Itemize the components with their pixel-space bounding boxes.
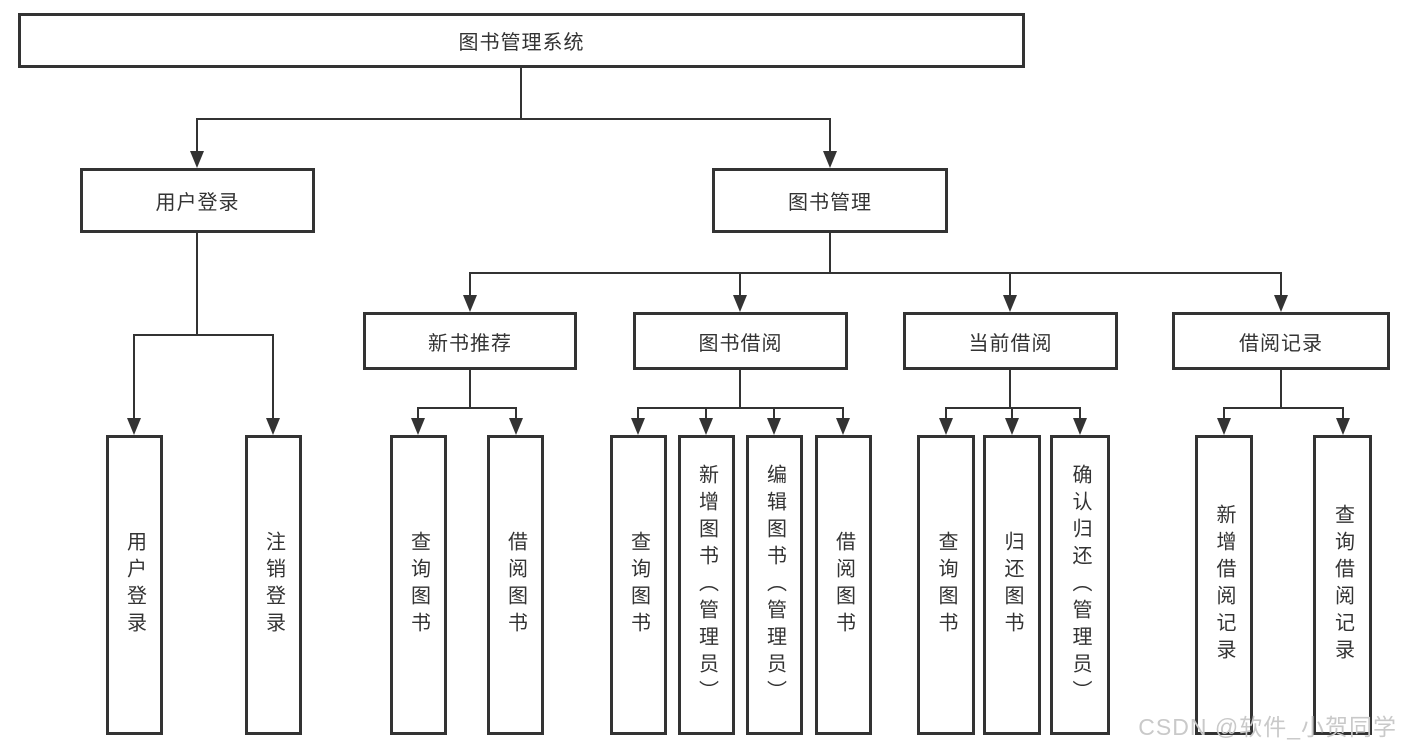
node-book-borrow-label: 图书借阅 xyxy=(698,332,783,355)
connector-drop xyxy=(829,118,831,156)
leaf-edit-book-admin: 编辑图书（管理员） xyxy=(746,435,803,735)
connector-drop xyxy=(705,407,707,421)
leaf-query-books-recommend-label: 查询图书 xyxy=(407,531,430,639)
leaf-return-book: 归还图书 xyxy=(983,435,1041,735)
arrow-down-icon xyxy=(939,418,953,435)
node-borrow-records: 借阅记录 xyxy=(1172,312,1390,370)
connector-drop xyxy=(1223,407,1225,421)
arrow-down-icon xyxy=(1003,295,1017,312)
arrow-down-icon xyxy=(190,151,204,168)
watermark: CSDN @软件_小贺同学 xyxy=(1138,714,1397,740)
arrow-down-icon xyxy=(463,295,477,312)
leaf-logout-label: 注销登录 xyxy=(262,531,285,639)
connector-drop xyxy=(945,407,947,421)
node-root: 图书管理系统 xyxy=(18,13,1025,68)
connector-drop xyxy=(272,334,274,422)
connector-drop xyxy=(1280,272,1282,300)
leaf-borrow-books-recommend-label: 借阅图书 xyxy=(504,531,527,639)
connector-drop xyxy=(739,272,741,300)
node-current-borrow-label: 当前借阅 xyxy=(968,332,1053,355)
connector-drop xyxy=(133,334,135,422)
connector-drop xyxy=(773,407,775,421)
leaf-query-borrow-record-label: 查询借阅记录 xyxy=(1331,504,1354,666)
leaf-borrow-books-2-label: 借阅图书 xyxy=(832,531,855,639)
connector-rail-level3 xyxy=(469,272,1282,274)
arrow-down-icon xyxy=(631,418,645,435)
leaf-add-book-admin: 新增图书（管理员） xyxy=(678,435,735,735)
connector-borrow-stem xyxy=(739,370,741,409)
leaf-add-borrow-record-label: 新增借阅记录 xyxy=(1213,504,1235,666)
connector-rail-recommend xyxy=(417,407,517,409)
leaf-user-login-label: 用户登录 xyxy=(123,531,146,639)
leaf-borrow-books-2: 借阅图书 xyxy=(815,435,872,735)
leaf-add-book-admin-label: 新增图书（管理员） xyxy=(695,463,718,707)
connector-rail-borrow xyxy=(637,407,844,409)
leaf-query-books-current-label: 查询图书 xyxy=(935,531,957,639)
arrow-down-icon xyxy=(767,418,781,435)
connector-root-stem xyxy=(520,68,522,120)
connector-drop xyxy=(842,407,844,421)
node-book-borrow: 图书借阅 xyxy=(633,312,848,370)
arrow-down-icon xyxy=(411,418,425,435)
arrow-down-icon xyxy=(1005,418,1019,435)
connector-drop xyxy=(1009,272,1011,300)
arrow-down-icon xyxy=(823,151,837,168)
connector-drop xyxy=(417,407,419,421)
connector-recommend-stem xyxy=(469,370,471,409)
node-book-management: 图书管理 xyxy=(712,168,948,233)
connector-drop xyxy=(1011,407,1013,421)
leaf-edit-book-admin-label: 编辑图书（管理员） xyxy=(763,463,786,707)
node-current-borrow: 当前借阅 xyxy=(903,312,1118,370)
leaf-user-login: 用户登录 xyxy=(106,435,163,735)
arrow-down-icon xyxy=(836,418,850,435)
leaf-logout: 注销登录 xyxy=(245,435,302,735)
leaf-add-borrow-record: 新增借阅记录 xyxy=(1195,435,1253,735)
connector-rail-level2 xyxy=(196,118,831,120)
arrow-down-icon xyxy=(127,418,141,435)
node-user-login-label: 用户登录 xyxy=(155,192,240,214)
arrow-down-icon xyxy=(266,418,280,435)
leaf-confirm-return-admin-label: 确认归还（管理员） xyxy=(1069,463,1091,707)
leaf-confirm-return-admin: 确认归还（管理员） xyxy=(1050,435,1110,735)
leaf-query-books-recommend: 查询图书 xyxy=(390,435,447,735)
connector-drop xyxy=(196,118,198,156)
arrow-down-icon xyxy=(509,418,523,435)
node-user-login: 用户登录 xyxy=(80,168,315,233)
arrow-down-icon xyxy=(733,295,747,312)
leaf-return-book-label: 归还图书 xyxy=(1001,531,1023,639)
node-book-management-label: 图书管理 xyxy=(788,192,872,214)
leaf-query-books-current: 查询图书 xyxy=(917,435,975,735)
node-new-book-recommend-label: 新书推荐 xyxy=(428,332,512,355)
node-root-label: 图书管理系统 xyxy=(458,32,585,54)
connector-drop xyxy=(1342,407,1344,421)
connector-current-stem xyxy=(1009,370,1011,409)
connector-drop xyxy=(1079,407,1081,421)
connector-rail-current xyxy=(945,407,1081,409)
connector-drop xyxy=(637,407,639,421)
connector-drop xyxy=(469,272,471,300)
connector-user-login-stem xyxy=(196,233,198,336)
node-borrow-records-label: 借阅记录 xyxy=(1239,332,1323,355)
connector-records-stem xyxy=(1280,370,1282,409)
arrow-down-icon xyxy=(1336,418,1350,435)
arrow-down-icon xyxy=(1274,295,1288,312)
connector-book-management-stem xyxy=(829,233,831,274)
connector-drop xyxy=(515,407,517,421)
arrow-down-icon xyxy=(1217,418,1231,435)
node-new-book-recommend: 新书推荐 xyxy=(363,312,577,370)
leaf-borrow-books-recommend: 借阅图书 xyxy=(487,435,544,735)
leaf-query-borrow-record: 查询借阅记录 xyxy=(1313,435,1372,735)
connector-rail-records xyxy=(1223,407,1343,409)
leaf-query-books-borrow: 查询图书 xyxy=(610,435,667,735)
leaf-query-books-borrow-label: 查询图书 xyxy=(627,531,650,639)
arrow-down-icon xyxy=(1073,418,1087,435)
arrow-down-icon xyxy=(699,418,713,435)
connector-rail-user-login xyxy=(134,334,274,336)
